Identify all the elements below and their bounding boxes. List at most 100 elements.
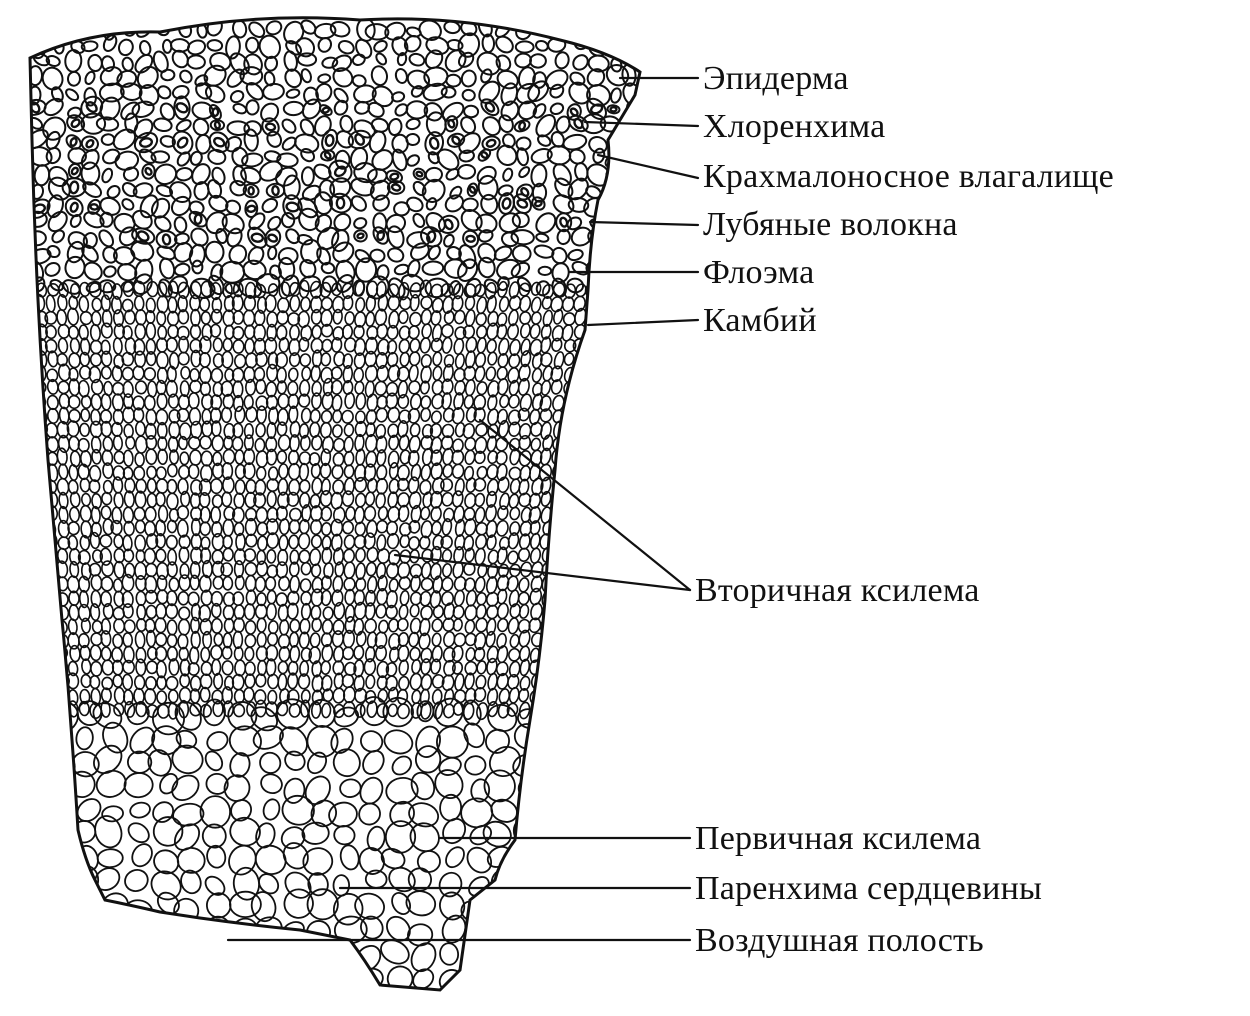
xylem-cell <box>100 505 112 520</box>
xylem-cell <box>485 490 498 508</box>
xylem-cell <box>574 518 587 536</box>
xylem-cell <box>266 632 279 647</box>
cortex-cell <box>300 238 322 265</box>
xylem-cell <box>563 352 575 366</box>
xylem-cell <box>156 392 168 410</box>
xylem-cell <box>341 282 355 300</box>
pith-cell <box>546 844 568 873</box>
pith-cell <box>96 848 124 869</box>
cortex-cell <box>171 49 189 69</box>
xylem-cell <box>541 590 553 608</box>
cortex-cell <box>131 209 153 230</box>
xylem-cell <box>364 618 378 634</box>
xylem-cell <box>288 519 301 535</box>
xylem-cell <box>58 491 69 510</box>
pith-cell <box>512 947 536 971</box>
xylem-cell <box>200 311 212 325</box>
xylem-cell <box>376 660 390 679</box>
xylem-cell <box>464 309 476 328</box>
bast-fiber-cell <box>485 138 497 148</box>
cortex-cell <box>209 119 226 132</box>
cortex-cell <box>266 130 283 148</box>
xylem-cell <box>67 660 79 677</box>
xylem-cell <box>177 591 190 606</box>
xylem-cell <box>253 689 267 705</box>
pith-cell <box>310 799 338 828</box>
xylem-cell <box>168 409 181 424</box>
xylem-cell <box>331 464 344 480</box>
xylem-cell <box>408 351 421 367</box>
pith-cell <box>76 798 102 823</box>
xylem-cell <box>113 491 124 509</box>
xylem-cell <box>420 365 432 384</box>
xylem-cell <box>136 603 147 621</box>
xylem-cell <box>135 590 147 607</box>
cortex-cell <box>391 148 408 172</box>
xylem-cell <box>486 657 498 676</box>
xylem-cell <box>564 448 577 466</box>
cortex-cell <box>262 82 285 101</box>
xylem-cell <box>254 479 267 496</box>
cortex-cell <box>203 64 227 87</box>
cortex-cell <box>617 175 640 201</box>
pith-cell <box>182 919 203 942</box>
xylem-cell <box>332 308 343 325</box>
xylem-cell <box>265 436 278 453</box>
xylem-cell <box>441 518 453 536</box>
xylem-cell <box>166 463 178 478</box>
cortex-cell <box>314 115 332 137</box>
xylem-cell <box>212 337 224 353</box>
xylem-cell <box>146 646 158 661</box>
pith-cell <box>52 968 76 990</box>
xylem-cell <box>573 603 587 619</box>
xylem-cell <box>432 604 445 619</box>
xylem-cell <box>221 462 234 480</box>
cortex-cell <box>592 147 606 164</box>
xylem-cell <box>299 578 312 593</box>
xylem-cell <box>244 574 257 592</box>
cortex-cell <box>321 56 339 69</box>
cortex-cell <box>480 98 500 117</box>
pith-cell <box>382 696 414 728</box>
xylem-cell <box>353 674 365 692</box>
xylem-cell <box>199 381 212 397</box>
xylem-cell <box>486 617 497 636</box>
xylem-cell <box>585 688 596 703</box>
xylem-cell <box>278 619 290 636</box>
bast-fiber-cell <box>428 136 440 150</box>
bast-fiber-cell <box>480 150 489 160</box>
xylem-cell <box>311 380 323 397</box>
bast-fiber-cell <box>247 185 255 196</box>
xylem-cell <box>408 536 420 551</box>
xylem-cell <box>319 421 332 439</box>
xylem-cell <box>376 548 391 564</box>
cortex-cell <box>175 119 192 133</box>
pith-cell <box>205 772 229 795</box>
cortex-cell <box>61 177 87 198</box>
xylem-cell <box>586 601 599 621</box>
xylem-cell <box>498 296 510 313</box>
xylem-cell <box>442 363 454 383</box>
xylem-cell <box>473 477 487 492</box>
xylem-cell <box>539 395 552 412</box>
xylem-cell <box>66 307 80 326</box>
xylem-cell <box>331 424 343 438</box>
xylem-cell <box>320 632 333 648</box>
pith-cell <box>281 794 315 826</box>
xylem-cell <box>134 451 145 467</box>
xylem-cell <box>30 323 38 341</box>
cortex-cell <box>243 120 262 137</box>
xylem-cell <box>586 535 598 550</box>
cortex-cell <box>350 195 367 212</box>
xylem-cell <box>584 463 596 481</box>
xylem-cell <box>409 672 423 691</box>
pith-cell <box>409 822 440 853</box>
xylem-cell <box>221 491 233 508</box>
xylem-cell <box>77 463 90 481</box>
pith-cell <box>152 816 184 847</box>
pith-cell <box>288 969 309 990</box>
xylem-cell <box>552 533 565 551</box>
xylem-cell <box>319 281 332 298</box>
cortex-cell <box>65 23 79 39</box>
cortex-cell <box>424 49 444 70</box>
